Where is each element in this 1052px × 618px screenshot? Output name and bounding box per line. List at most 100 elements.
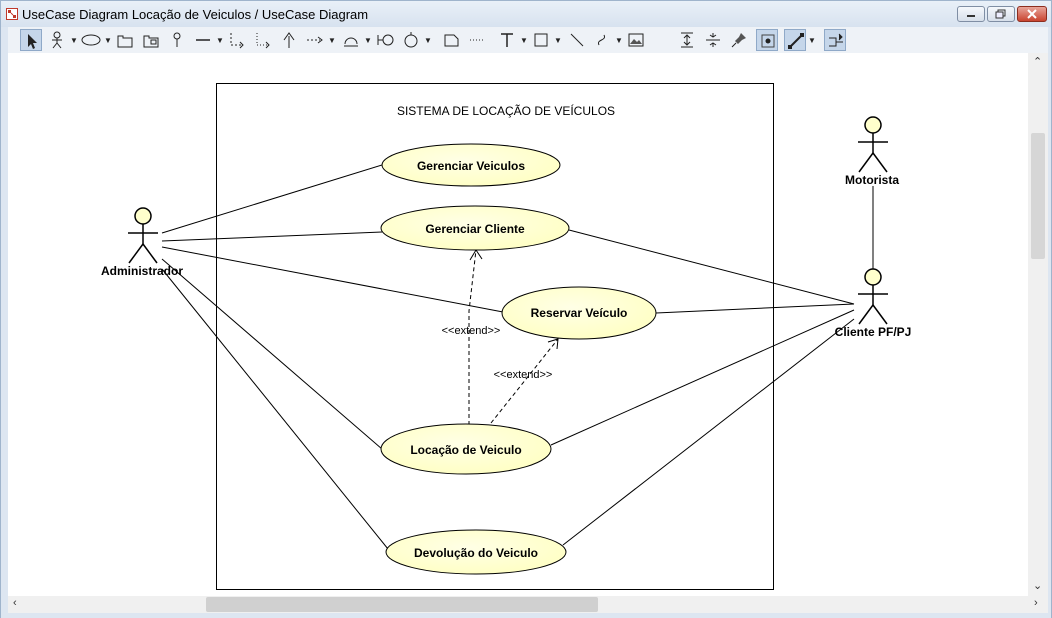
circle-icon <box>404 32 418 48</box>
vertical-scroll-thumb[interactable] <box>1031 133 1045 259</box>
extend-line-locacao-gerenciar-cliente[interactable] <box>468 249 477 425</box>
association-dropdown-icon[interactable]: ▼ <box>216 36 224 45</box>
connector-dropdown-icon[interactable]: ▼ <box>808 36 816 45</box>
usecase-gerenciar-cliente-label: Gerenciar Cliente <box>425 222 525 236</box>
package-tool-button[interactable] <box>114 29 136 51</box>
realization-tool-button[interactable] <box>374 29 396 51</box>
usecase-tool-button[interactable] <box>80 29 102 51</box>
horizontal-scroll-thumb[interactable] <box>206 597 598 612</box>
select-arrow-icon <box>28 34 37 49</box>
pin-icon <box>173 32 181 47</box>
assoc-admin-devolucao-veiculo[interactable] <box>161 268 389 550</box>
usecase-reservar-veiculo-label: Reservar Veículo <box>531 306 628 320</box>
image-tool-button[interactable] <box>625 29 647 51</box>
rectangle-dropdown-icon[interactable]: ▼ <box>554 36 562 45</box>
rectangle-icon <box>534 33 548 47</box>
generalization-tool-button[interactable] <box>278 29 300 51</box>
align-vertical-button[interactable] <box>676 29 698 51</box>
actor-administrador[interactable] <box>128 207 158 264</box>
assoc-cliente-locacao-veiculo[interactable] <box>550 309 855 446</box>
dependency-dropdown-icon[interactable]: ▼ <box>328 36 336 45</box>
assoc-admin-locacao-veiculo[interactable] <box>161 258 383 450</box>
interface-tool-button[interactable] <box>340 29 362 51</box>
pin-pushpin-button[interactable] <box>728 29 750 51</box>
layout-button[interactable] <box>824 29 846 51</box>
note-icon <box>444 34 459 47</box>
extend-arrowhead-1 <box>469 249 483 261</box>
ellipse-usecase-icon <box>81 34 101 46</box>
title-bar: UseCase Diagram Locação de Veiculos / Us… <box>1 1 1051 27</box>
usecase-devolucao-veiculo[interactable]: Devolução do Veiculo <box>385 529 567 575</box>
connector-style-button[interactable] <box>784 29 806 51</box>
actor-dropdown-icon[interactable]: ▼ <box>70 36 78 45</box>
assoc-admin-reservar-veiculo[interactable] <box>161 246 504 313</box>
assoc-admin-gerenciar-cliente[interactable] <box>161 231 383 242</box>
usecase-gerenciar-veiculos-label: Gerenciar Veiculos <box>417 159 525 173</box>
actor-icon <box>52 31 62 49</box>
restore-icon <box>995 9 1006 19</box>
window-title: UseCase Diagram Locação de Veiculos / Us… <box>22 7 369 22</box>
subsystem-tool-button[interactable] <box>140 29 162 51</box>
pin-tool-button[interactable] <box>166 29 188 51</box>
text-dropdown-icon[interactable]: ▼ <box>520 36 528 45</box>
diagram-canvas[interactable]: SISTEMA DE LOCAÇÃO DE VEÍCULOS <box>8 53 1028 596</box>
include-icon <box>256 33 270 49</box>
circle-tool-button[interactable] <box>400 29 422 51</box>
scroll-left-icon[interactable]: ‹ <box>13 597 17 609</box>
vertical-scrollbar[interactable]: ⌃ ⌄ <box>1028 53 1048 596</box>
extend-label-1: <<extend>> <box>442 325 501 337</box>
restore-button[interactable] <box>987 6 1015 22</box>
pin-tool-icon <box>731 33 746 48</box>
usecase-gerenciar-veiculos[interactable]: Gerenciar Veiculos <box>381 143 561 187</box>
subsystem-icon <box>143 35 159 48</box>
rectangle-tool-button[interactable] <box>530 29 552 51</box>
extend-line-locacao-reservar[interactable] <box>490 338 559 424</box>
package-icon <box>117 35 133 48</box>
text-tool-button[interactable] <box>496 29 518 51</box>
usecase-devolucao-veiculo-label: Devolução do Veiculo <box>414 546 538 560</box>
assoc-admin-gerenciar-veiculos[interactable] <box>161 164 383 234</box>
snap-point-button[interactable] <box>756 29 778 51</box>
association-icon <box>196 39 210 41</box>
close-button[interactable] <box>1017 6 1047 22</box>
assoc-cliente-devolucao-veiculo[interactable] <box>562 318 855 546</box>
scroll-down-icon[interactable]: ⌄ <box>1033 580 1043 592</box>
actor-motorista[interactable] <box>858 116 888 173</box>
usecase-reservar-veiculo[interactable]: Reservar Veículo <box>501 286 657 340</box>
assoc-cliente-gerenciar-cliente[interactable] <box>568 229 855 305</box>
scroll-up-icon[interactable]: ⌃ <box>1033 56 1043 68</box>
usecase-locacao-veiculo-label: Locação de Veiculo <box>410 443 521 457</box>
align-horizontal-button[interactable] <box>702 29 724 51</box>
usecase-dropdown-icon[interactable]: ▼ <box>104 36 112 45</box>
include-tool-button[interactable] <box>252 29 274 51</box>
line-tool-button[interactable] <box>566 29 588 51</box>
minimize-button[interactable] <box>957 6 985 22</box>
extend-tool-button[interactable] <box>226 29 248 51</box>
actor-tool-button[interactable] <box>46 29 68 51</box>
scroll-right-icon[interactable]: › <box>1034 597 1038 609</box>
generalization-icon <box>283 32 295 48</box>
actor-cliente[interactable] <box>858 268 888 325</box>
diagram-app-icon <box>6 8 18 20</box>
interface-dropdown-icon[interactable]: ▼ <box>364 36 372 45</box>
association-lines <box>161 164 874 550</box>
actor-motorista-label: Motorista <box>845 173 899 187</box>
actor-motorista-head <box>864 116 882 134</box>
minimize-icon <box>967 15 975 17</box>
note-tool-button[interactable] <box>440 29 462 51</box>
usecase-gerenciar-cliente[interactable]: Gerenciar Cliente <box>380 205 570 251</box>
connector-icon <box>788 33 804 49</box>
freehand-tool-button[interactable] <box>592 29 614 51</box>
horizontal-scrollbar[interactable]: ‹ › <box>8 596 1048 613</box>
actor-administrador-label: Administrador <box>101 264 183 278</box>
freehand-dropdown-icon[interactable]: ▼ <box>615 36 623 45</box>
extend-relations <box>468 249 559 425</box>
association-tool-button[interactable] <box>192 29 214 51</box>
circle-dropdown-icon[interactable]: ▼ <box>424 36 432 45</box>
select-tool-button[interactable] <box>20 29 42 51</box>
dependency-tool-button[interactable] <box>304 29 326 51</box>
usecase-locacao-veiculo[interactable]: Locação de Veiculo <box>380 423 552 475</box>
note-anchor-tool-button[interactable] <box>466 29 488 51</box>
assoc-cliente-reservar-veiculo[interactable] <box>655 303 855 314</box>
